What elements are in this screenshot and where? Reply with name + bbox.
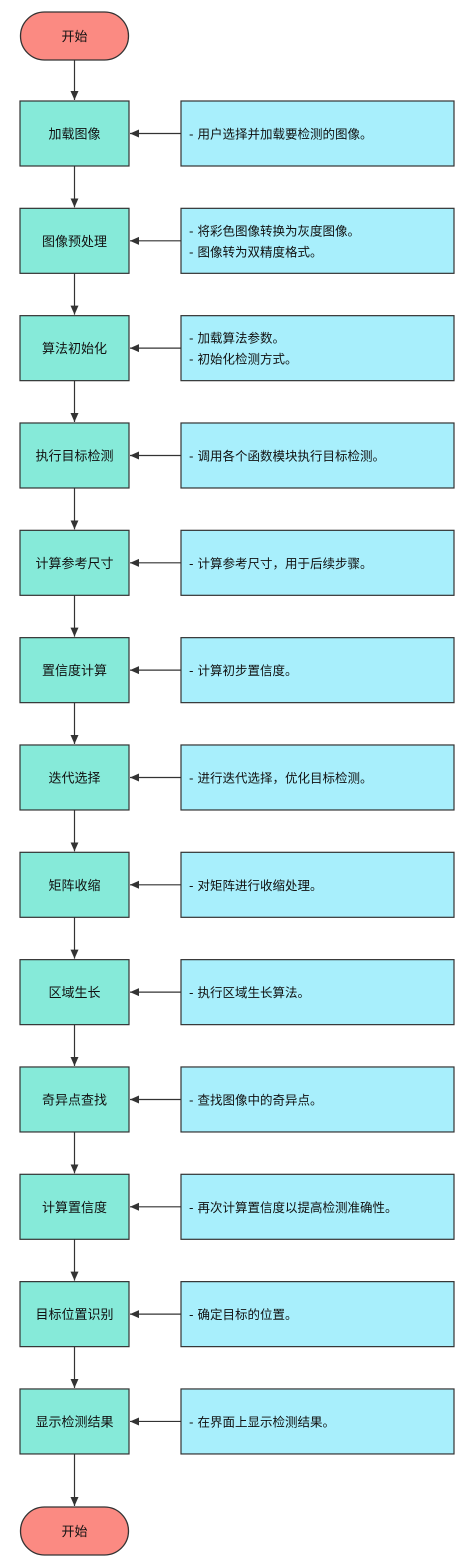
step-box: 奇异点查找 <box>19 1066 130 1133</box>
start-label: 开始 <box>61 30 87 45</box>
connectors <box>70 60 181 1506</box>
step-box: 算法初始化 <box>19 315 130 382</box>
note-box: - 将彩色图像转换为灰度图像。 - 图像转为双精度格式。 <box>180 207 455 274</box>
note-box: - 执行区域生长算法。 <box>180 959 455 1026</box>
note-line: - 查找图像中的奇异点。 <box>189 1092 322 1107</box>
note-box: - 再次计算置信度以提高检测准确性。 <box>180 1173 455 1240</box>
note-box: - 计算参考尺寸，用于后续步骤。 <box>180 529 455 596</box>
note-line: - 执行区域生长算法。 <box>189 985 310 1000</box>
step-box: 目标位置识别 <box>19 1281 130 1348</box>
step-label: 置信度计算 <box>42 663 107 679</box>
start-terminal: 开始 <box>19 11 130 61</box>
step-label: 显示检测结果 <box>35 1415 113 1430</box>
step-label: 执行目标检测 <box>35 449 113 464</box>
step-label: 矩阵收缩 <box>48 878 100 894</box>
step-box: 计算置信度 <box>19 1173 130 1240</box>
step-box: 区域生长 <box>19 959 130 1026</box>
note-line: - 调用各个函数模块执行目标检测。 <box>189 448 385 463</box>
step-label: 计算参考尺寸 <box>35 556 113 572</box>
note-line: - 用户选择并加载要检测的图像。 <box>189 127 373 142</box>
note-line: - 确定目标的位置。 <box>189 1307 297 1322</box>
step-label: 计算置信度 <box>42 1200 107 1216</box>
note-box: - 对矩阵进行收缩处理。 <box>180 851 455 918</box>
note-box: - 计算初步置信度。 <box>180 637 455 704</box>
step-box: 矩阵收缩 <box>19 851 130 918</box>
note-line: - 图像转为双精度格式。 <box>189 244 322 259</box>
note-line: - 将彩色图像转换为灰度图像。 <box>189 223 360 238</box>
end-label: 开始 <box>61 1525 87 1540</box>
note-box: - 查找图像中的奇异点。 <box>180 1066 455 1133</box>
note-line: - 初始化检测方式。 <box>189 352 297 367</box>
note-box: - 加载算法参数。 - 初始化检测方式。 <box>180 315 455 382</box>
step-box: 计算参考尺寸 <box>19 529 130 596</box>
note-line: - 加载算法参数。 <box>189 331 285 346</box>
note-box: - 调用各个函数模块执行目标检测。 <box>180 422 455 489</box>
note-line: - 计算初步置信度。 <box>189 663 297 678</box>
step-label: 算法初始化 <box>42 342 107 357</box>
step-label: 迭代选择 <box>48 771 100 786</box>
step-label: 加载图像 <box>48 128 100 143</box>
step-box: 执行目标检测 <box>19 422 130 489</box>
step-box: 显示检测结果 <box>19 1388 130 1455</box>
note-box: - 用户选择并加载要检测的图像。 <box>180 100 455 167</box>
note-line: - 在界面上显示检测结果。 <box>189 1414 335 1429</box>
step-label: 目标位置识别 <box>35 1308 113 1323</box>
step-label: 奇异点查找 <box>42 1092 107 1108</box>
note-line: - 再次计算置信度以提高检测准确性。 <box>189 1200 398 1215</box>
step-label: 区域生长 <box>48 986 100 1001</box>
note-box: - 进行迭代选择，优化目标检测。 <box>180 744 455 811</box>
note-box: - 在界面上显示检测结果。 <box>180 1388 455 1455</box>
step-box: 迭代选择 <box>19 744 130 811</box>
note-line: - 计算参考尺寸，用于后续步骤。 <box>189 556 373 571</box>
note-line: - 对矩阵进行收缩处理。 <box>189 878 322 893</box>
step-box: 置信度计算 <box>19 637 130 704</box>
step-box: 加载图像 <box>19 100 130 167</box>
note-box: - 确定目标的位置。 <box>180 1281 455 1348</box>
step-box: 图像预处理 <box>19 207 130 274</box>
step-label: 图像预处理 <box>42 235 107 250</box>
note-line: - 进行迭代选择，优化目标检测。 <box>189 770 373 785</box>
end-terminal: 开始 <box>19 1506 130 1556</box>
